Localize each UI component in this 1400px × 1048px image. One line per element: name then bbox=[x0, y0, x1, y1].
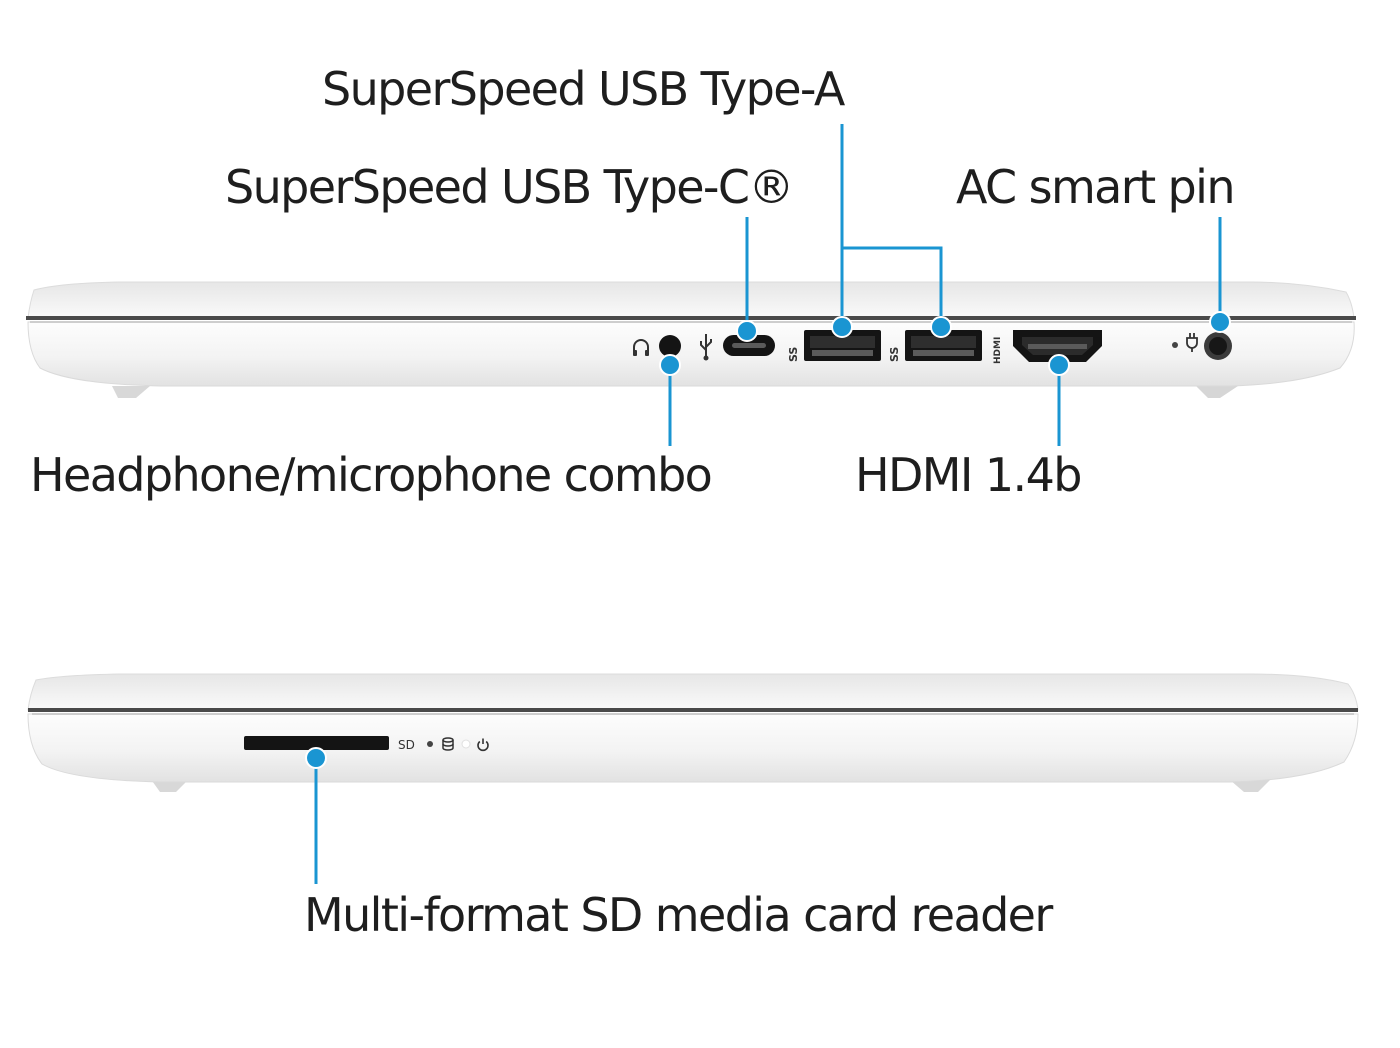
power-plug-icon bbox=[1186, 333, 1198, 352]
usb-icon bbox=[700, 334, 712, 361]
callout-dot-usb-a-1 bbox=[831, 316, 853, 338]
label-headphone-combo: Headphone/microphone combo bbox=[30, 448, 713, 502]
callout-dot-usb-a-2 bbox=[930, 316, 952, 338]
label-hdmi: HDMI 1.4b bbox=[855, 448, 1082, 502]
callout-dot-usb-c bbox=[736, 320, 758, 342]
callout-bottom bbox=[305, 747, 327, 884]
callout-dot-headphone bbox=[659, 354, 681, 376]
callout-dot-sd bbox=[305, 747, 327, 769]
power-icon bbox=[477, 738, 489, 752]
label-sd-card-reader: Multi-format SD media card reader bbox=[304, 888, 1053, 942]
sd-marking: SD bbox=[398, 738, 415, 752]
callout-dot-hdmi bbox=[1048, 354, 1070, 376]
sd-led bbox=[427, 741, 433, 747]
label-usb-type-c: SuperSpeed USB Type-C® bbox=[225, 160, 794, 214]
callout-dot-ac-pin bbox=[1209, 311, 1231, 333]
ss-marking: SS bbox=[787, 347, 800, 362]
ss-marking: SS bbox=[888, 347, 901, 362]
label-ac-smart-pin: AC smart pin bbox=[956, 160, 1235, 214]
charge-led bbox=[1172, 342, 1178, 348]
storage-activity-icon bbox=[442, 737, 454, 751]
callout-dots-top bbox=[659, 311, 1231, 376]
label-usb-type-a: SuperSpeed USB Type-A bbox=[322, 62, 845, 116]
sd-card-slot bbox=[244, 736, 389, 750]
headset-icon bbox=[633, 339, 649, 356]
power-led bbox=[461, 739, 471, 749]
callouts-top bbox=[668, 124, 1222, 446]
headphone-jack bbox=[659, 335, 681, 357]
hdmi-marking: HDMI bbox=[993, 337, 1003, 364]
laptop-front-side: SD bbox=[27, 673, 1359, 792]
laptop-right-side: SS SS HDMI bbox=[26, 281, 1356, 398]
